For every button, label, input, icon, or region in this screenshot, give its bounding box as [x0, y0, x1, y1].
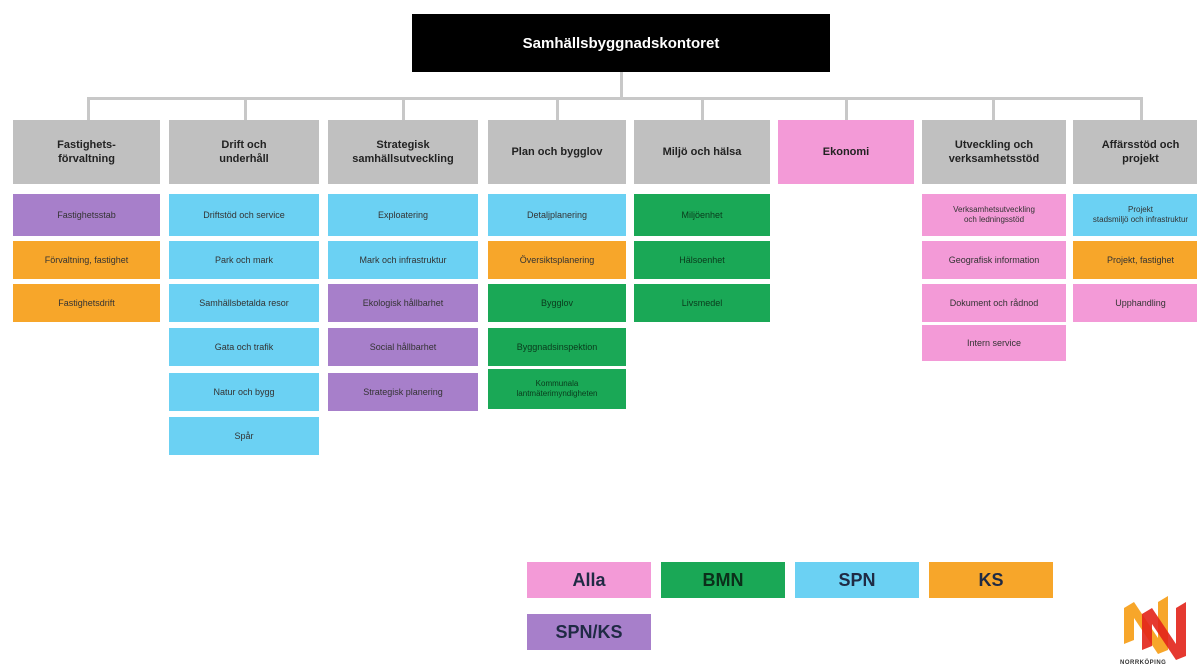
unit-gata-och-trafik: Gata och trafik [169, 328, 319, 366]
unit-geografisk-information: Geografisk information [922, 241, 1066, 279]
unit-park-och-mark: Park och mark [169, 241, 319, 279]
connector-root-vertical [620, 72, 623, 98]
logo-text: NORRKÖPING [1120, 660, 1167, 666]
connector-drop [244, 97, 247, 120]
department-ekonomi: Ekonomi [778, 120, 914, 184]
norrkoping-logo [1124, 596, 1186, 660]
unit-projekt-fastighet: Projekt, fastighet [1073, 241, 1197, 279]
unit-verksamhetsutveckling: Verksamhetsutveckling och ledningsstöd [922, 194, 1066, 236]
department-strategisk-samhallsutveckling: Strategisk samhällsutveckling [328, 120, 478, 184]
connector-drop [701, 97, 704, 120]
connector-horizontal [87, 97, 1143, 100]
unit-forvaltning-fastighet: Förvaltning, fastighet [13, 241, 160, 279]
legend-ks: KS [929, 562, 1053, 598]
unit-intern-service: Intern service [922, 325, 1066, 361]
unit-oversiktsplanering: Översiktsplanering [488, 241, 626, 279]
department-miljo-och-halsa: Miljö och hälsa [634, 120, 770, 184]
legend-spn: SPN [795, 562, 919, 598]
legend-spn-ks: SPN/KS [527, 614, 651, 650]
unit-driftstod-och-service: Driftstöd och service [169, 194, 319, 236]
unit-mark-och-infrastruktur: Mark och infrastruktur [328, 241, 478, 279]
legend-bmn: BMN [661, 562, 785, 598]
unit-social-hallbarhet: Social hållbarhet [328, 328, 478, 366]
connector-drop [845, 97, 848, 120]
unit-fastighetsdrift: Fastighetsdrift [13, 284, 160, 322]
connector-drop [402, 97, 405, 120]
root-node: Samhällsbyggnadskontoret [412, 14, 830, 72]
unit-exploatering: Exploatering [328, 194, 478, 236]
unit-strategisk-planering: Strategisk planering [328, 373, 478, 411]
unit-dokument-och-radnod: Dokument och rådnod [922, 284, 1066, 322]
unit-halsoenhet: Hälsoenhet [634, 241, 770, 279]
connector-drop [1140, 97, 1143, 120]
legend-alla: Alla [527, 562, 651, 598]
unit-detaljplanering: Detaljplanering [488, 194, 626, 236]
connector-drop [556, 97, 559, 120]
unit-byggnadsinspektion: Byggnadsinspektion [488, 328, 626, 366]
department-affarsstod-och-projekt: Affärsstöd och projekt [1073, 120, 1197, 184]
unit-fastighetsstab: Fastighetsstab [13, 194, 160, 236]
unit-livsmedel: Livsmedel [634, 284, 770, 322]
department-fastighetsforvaltning: Fastighets- förvaltning [13, 120, 160, 184]
connector-drop [87, 97, 90, 120]
unit-natur-och-bygg: Natur och bygg [169, 373, 319, 411]
unit-spar: Spår [169, 417, 319, 455]
department-plan-och-bygglov: Plan och bygglov [488, 120, 626, 184]
unit-upphandling: Upphandling [1073, 284, 1197, 322]
unit-projekt-stadsmiljo: Projekt stadsmiljö och infrastruktur [1073, 194, 1197, 236]
unit-ekologisk-hallbarhet: Ekologisk hållbarhet [328, 284, 478, 322]
department-utveckling-och-verksamhetsstod: Utveckling och verksamhetsstöd [922, 120, 1066, 184]
connector-drop [992, 97, 995, 120]
unit-bygglov: Bygglov [488, 284, 626, 322]
unit-samhallsbetalda-resor: Samhällsbetalda resor [169, 284, 319, 322]
unit-miljoenhet: Miljöenhet [634, 194, 770, 236]
unit-kommunala-lantmateri: Kommunala lantmäterimyndigheten [488, 369, 626, 409]
department-drift-och-underhall: Drift och underhåll [169, 120, 319, 184]
